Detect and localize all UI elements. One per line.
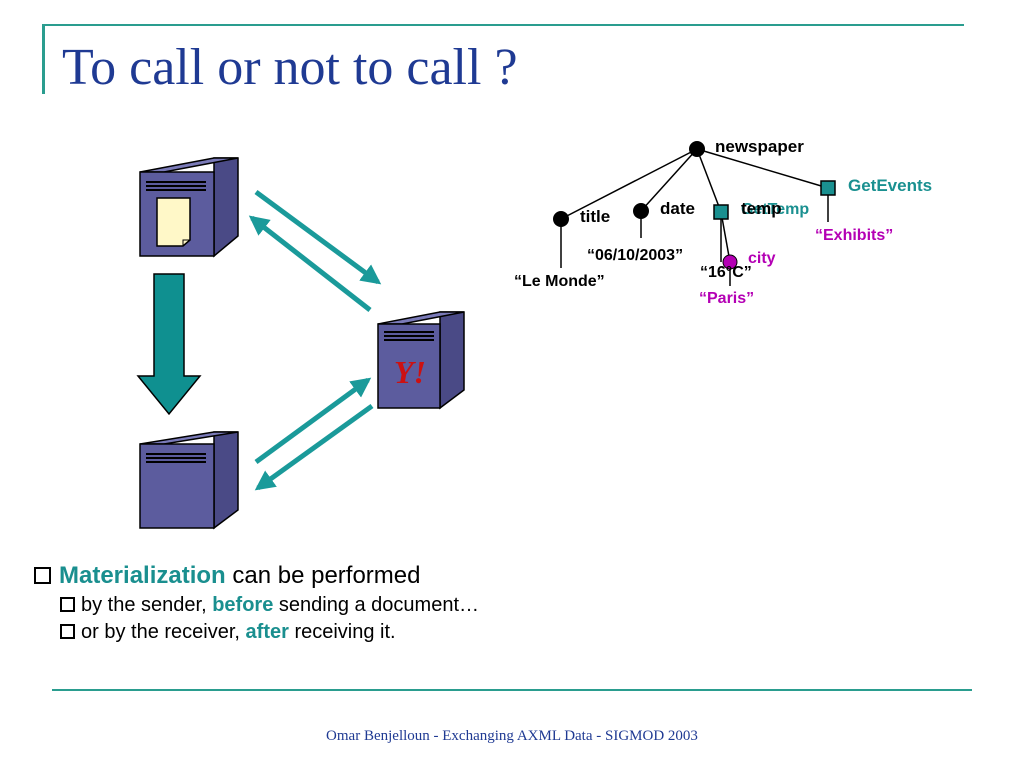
bullet-list: Materialization can be performed by the … (34, 562, 734, 644)
bullet-sub-2: or by the receiver, after receiving it. (60, 621, 734, 644)
call-arrows (248, 189, 382, 491)
slide-footer: Omar Benjelloun - Exchanging AXML Data -… (326, 728, 698, 744)
bullet-sub-2-prefix: or by the receiver, (81, 621, 246, 643)
node-newspaper (689, 141, 705, 157)
label-temp-value: “16°C” (700, 264, 752, 281)
node-title (553, 211, 569, 227)
bullet-sub-1: by the sender, before sending a document… (60, 594, 734, 617)
bottom-arrow-to-receiver (254, 377, 372, 465)
document-icon (156, 197, 191, 247)
node-getevents (820, 180, 836, 196)
bullet-sub-2-highlight: after (245, 621, 289, 643)
label-gettemp: GetTemp (741, 201, 809, 218)
top-arrow-to-sender (248, 215, 372, 312)
top-arrow-to-receiver (254, 189, 382, 285)
sender-server-icon (139, 157, 239, 258)
materialize-down-arrow (136, 273, 202, 416)
bullet-box-icon (34, 567, 51, 584)
node-city (722, 254, 738, 270)
slide-title: To call or not to call ? (62, 39, 518, 96)
yahoo-logo: Y! (394, 354, 426, 390)
bullet-box-icon (60, 597, 75, 612)
bullet-sub-1-prefix: by the sender, (81, 594, 213, 616)
receiver-server-icon: Y! (377, 311, 465, 410)
node-temp (713, 204, 729, 220)
label-date: date (660, 199, 695, 218)
label-newspaper: newspaper (715, 137, 804, 156)
label-title: title (580, 207, 610, 226)
bullet-sub-1-highlight: before (212, 594, 274, 616)
bullet-box-icon (60, 624, 75, 639)
bullet-main-text: can be performed (225, 562, 421, 589)
frame-bottom-line (52, 689, 972, 691)
label-title-value: “Le Monde” (514, 273, 605, 290)
label-city-value: “Paris” (699, 290, 754, 307)
label-temp: temp (741, 199, 782, 218)
bottom-arrow-to-sender (254, 403, 374, 491)
frame-vertical-line (42, 24, 45, 94)
label-getevents: GetEvents (848, 176, 932, 195)
frame-top-line (42, 24, 964, 26)
label-city: city (748, 250, 776, 267)
bullet-sub-1-text: sending a document… (273, 594, 480, 616)
label-date-value: “06/10/2003” (587, 247, 683, 264)
bullet-main: Materialization can be performed (34, 562, 734, 590)
sender-server-bottom-icon (139, 431, 239, 530)
node-date (633, 203, 649, 219)
label-exhibits: “Exhibits” (815, 227, 893, 244)
bullet-sub-2-text: receiving it. (288, 621, 396, 643)
bullet-main-highlight: Materialization (59, 562, 226, 589)
